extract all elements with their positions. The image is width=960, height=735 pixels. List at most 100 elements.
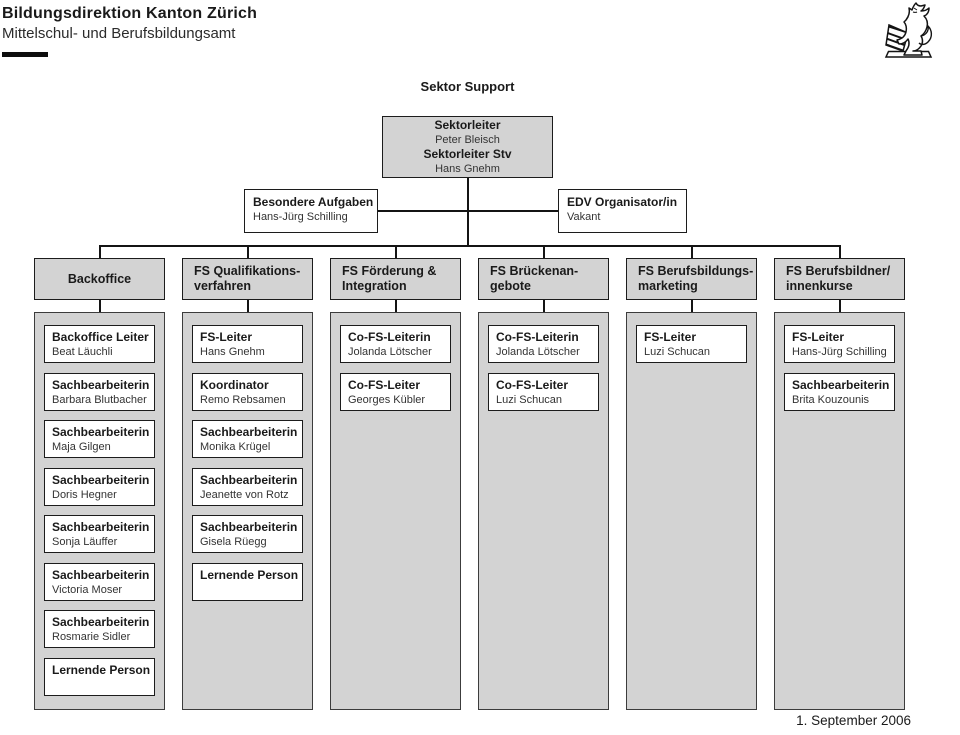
person-role: Co-FS-Leiterin [496, 330, 579, 344]
staff-left-role: Besondere Aufgaben [253, 195, 374, 209]
connector-stub-top [246, 245, 249, 258]
person-name: Jolanda Lötscher [348, 346, 432, 358]
person-box: Lernende Person [192, 562, 303, 601]
connector-stub-top [542, 245, 545, 258]
connector-stub-mid [838, 300, 841, 312]
connector-stub-mid [246, 300, 249, 312]
column-header-label: marketing [638, 279, 698, 293]
person-name: Monika Krügel [200, 441, 271, 453]
column-header-box: FS Qualifikations-verfahren [182, 258, 313, 300]
org-name-line2: Mittelschul- und Berufsbildungsamt [2, 25, 236, 42]
person-role: FS-Leiter [644, 330, 697, 344]
person-role: Sachbearbeiterin [52, 567, 150, 582]
connector-stub-mid [690, 300, 693, 312]
letterhead-rule [2, 52, 48, 57]
person-role: Sachbearbeiterin [52, 377, 150, 392]
person-name: Remo Rebsamen [200, 393, 286, 406]
person-name: Jolanda Lötscher [496, 346, 580, 358]
person-name: Maja Gilgen [52, 441, 111, 453]
person-role: Co-FS-Leiter [496, 377, 568, 392]
person-name: Doris Hegner [52, 488, 117, 501]
column-header-box: FS Berufsbildungs-marketing [626, 258, 757, 300]
person-role: Sachbearbeiterin [792, 377, 890, 392]
person-role: Sachbearbeiterin [52, 615, 150, 629]
person-role: Lernende Person [52, 662, 151, 677]
column-header-label: FS Qualifikations- [194, 264, 301, 278]
connector-stub-mid [98, 300, 101, 312]
person-role: Lernende Person [200, 567, 299, 582]
person-name: Luzi Schucan [644, 346, 711, 358]
person-name: Luzi Schucan [496, 393, 563, 406]
person-role: Sachbearbeiterin [52, 472, 150, 487]
person-name: Sonja Läuffer [52, 536, 118, 548]
person-name: Hans Gnehm [200, 346, 265, 358]
person-role: FS-Leiter [200, 330, 253, 344]
connector-staff-horizontal [378, 210, 558, 212]
column-header-box: FS Brückenan-gebote [478, 258, 609, 300]
person-role: Co-FS-Leiter [348, 377, 420, 392]
connector-stub-top [838, 245, 841, 258]
person-name: Rosmarie Sidler [52, 631, 131, 643]
org-name-line1: Bildungsdirektion Kanton Zürich [2, 5, 258, 22]
connector-distribution [99, 245, 840, 247]
column-header-box: Backoffice [34, 258, 165, 300]
person-name: Beat Läuchli [52, 346, 113, 358]
connector-stub-top [98, 245, 101, 258]
person-role: Sachbearbeiterin [200, 520, 298, 534]
column-header-label: Integration [342, 279, 407, 293]
lead-name-1: Peter Bleisch [435, 133, 500, 146]
column-header-box: FS Berufsbildner/innenkurse [774, 258, 905, 300]
person-name: Jeanette von Rotz [200, 488, 289, 501]
column-header-label: FS Berufsbildner/ [786, 264, 891, 278]
column-header-label: FS Förderung & [342, 264, 437, 278]
column-header-label: gebote [490, 279, 531, 293]
logo [876, 1, 940, 64]
person-role: Sachbearbeiterin [200, 425, 298, 439]
connector-stub-mid [394, 300, 397, 312]
person-name: Brita Kouzounis [792, 393, 870, 406]
column-header-label: Backoffice [67, 271, 132, 286]
connector-stub-mid [542, 300, 545, 312]
person-role: Sachbearbeiterin [52, 425, 150, 439]
person-role: FS-Leiter [792, 330, 845, 344]
sektorleiter-box: Sektorleiter Peter Bleisch Sektorleiter … [382, 116, 553, 178]
person-role: Sachbearbeiterin [200, 472, 298, 487]
staff-right-name: Vakant [567, 211, 601, 223]
connector-stub-top [394, 245, 397, 258]
person-role: Co-FS-Leiterin [348, 330, 431, 344]
person-box: Lernende Person [44, 657, 155, 696]
column-header-label: FS Berufsbildungs- [638, 264, 754, 278]
connector-stub-top [690, 245, 693, 258]
zurich-lion-crest-icon [884, 2, 933, 58]
person-role: Sachbearbeiterin [52, 520, 150, 534]
lead-name-2: Hans Gnehm [435, 162, 500, 175]
